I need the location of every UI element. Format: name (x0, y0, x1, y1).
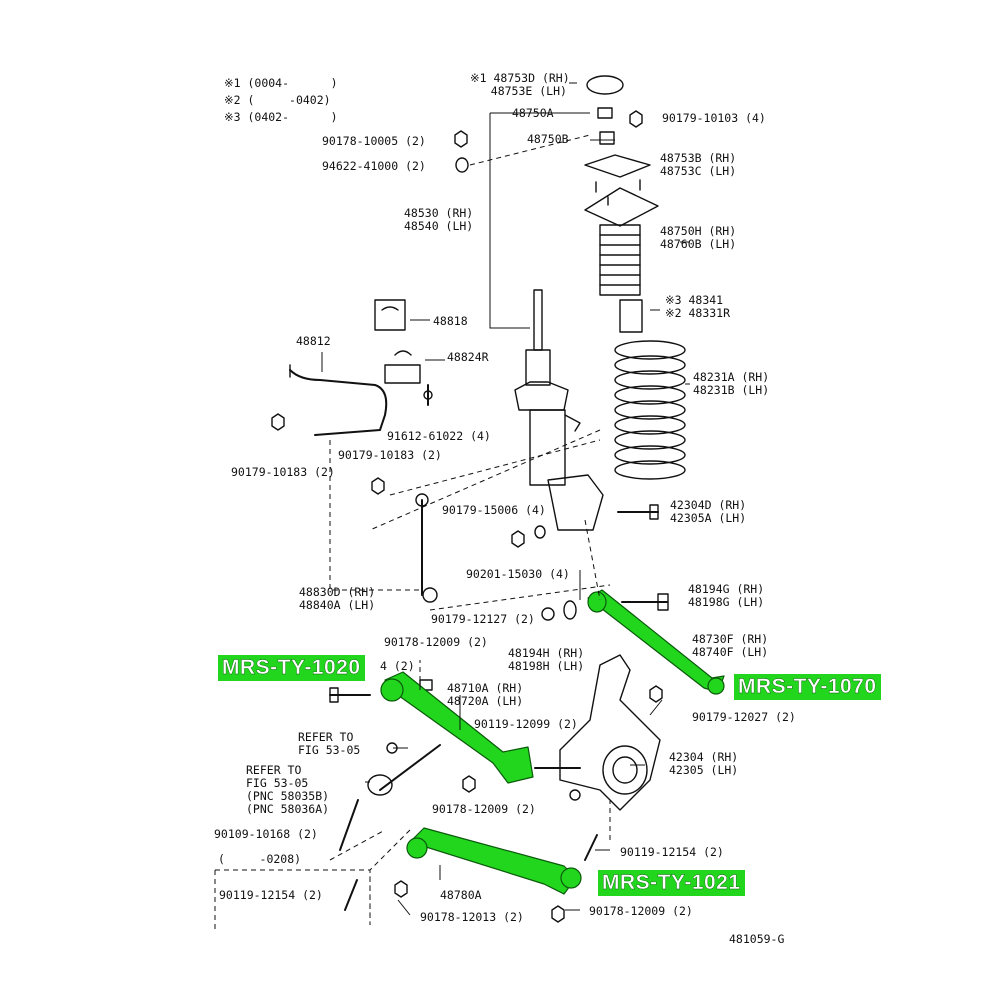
label-90179-10183-left: 90179-10183 (2) (231, 465, 335, 479)
tag-mrs-ty-1070: MRS-TY-1070 (734, 674, 881, 700)
dust-cap (586, 75, 624, 95)
coil-spring (614, 340, 686, 480)
label-4-2: 4 (2) (380, 659, 415, 673)
label-48341: ※3 48341 ※2 48331R (665, 293, 731, 320)
label-91612: 91612-61022 (4) (387, 429, 491, 443)
bracket-48824r (384, 350, 421, 384)
nut-90179-15006 (511, 530, 525, 548)
label-94622: 94622-41000 (2) (322, 159, 426, 173)
arm-48780a (409, 827, 577, 895)
arm-48730f (587, 589, 725, 693)
label-48750h: 48750H (RH) 48760B (LH) (660, 224, 737, 251)
nut-90178-10005 (454, 130, 468, 148)
label-90179-10183-mid: 90179-10183 (2) (338, 448, 442, 462)
label-42304: 42304 (RH) 42305 (LH) (669, 750, 739, 777)
label-48830d: 48830D (RH) 48840A (LH) (299, 585, 376, 612)
label-48818: 48818 (433, 314, 468, 328)
label-refer-to-2: REFER TO FIG 53-05 (PNC 58035B) (PNC 580… (246, 763, 330, 816)
label-90178-12009-bottom: 90178-12009 (2) (589, 904, 693, 918)
highlighted-arms (380, 589, 725, 895)
label-90201: 90201-15030 (4) (466, 567, 570, 581)
nut-90179-10183-mid (371, 477, 385, 495)
label-48231a: 48231A (RH) 48231B (LH) (693, 370, 770, 397)
label-48753b: 48753B (RH) 48753C (LH) (660, 151, 737, 178)
label-48780a: 48780A (440, 888, 482, 902)
strut-48530 (514, 289, 604, 531)
label-48710a: 48710A (RH) 48720A (LH) (447, 681, 524, 708)
nut-90179-12127 (541, 607, 555, 621)
bolt-90119-12154-right (584, 834, 598, 861)
label-diagram-code: 481059-G (729, 932, 785, 946)
label-42304d: 42304D (RH) 42305A (LH) (670, 498, 747, 525)
nut-90179-10103 (629, 110, 643, 128)
note-1: ※1 (0004- ) (224, 76, 338, 90)
label-90179-10103: 90179-10103 (4) (662, 111, 766, 125)
label-90119-12099: 90119-12099 (2) (474, 717, 578, 731)
note-3: ※3 (0402- ) (224, 110, 338, 124)
bellows-boot (599, 224, 641, 296)
label-90119-12154-right: 90119-12154 (2) (620, 845, 724, 859)
label-48194h: 48194H (RH) 48198H (LH) (508, 646, 585, 673)
label-90178-12013: 90178-12013 (2) (420, 910, 524, 924)
label-48750a: 48750A (512, 106, 554, 120)
label-48753d: ※1 48753D (RH) 48753E (LH) (470, 71, 570, 98)
label-48824r: 48824R (447, 350, 489, 364)
knuckle-42304 (559, 654, 661, 811)
plate-48753b (584, 154, 651, 178)
washer-48194h (563, 600, 577, 620)
bump-stop (619, 299, 643, 333)
label-48812: 48812 (296, 334, 331, 348)
bushing-48818 (374, 299, 406, 331)
washer-94622 (455, 157, 469, 173)
label-90178-10005: 90178-10005 (2) (322, 134, 426, 148)
upper-mount (584, 187, 659, 227)
nut-90179-10183-left (271, 413, 285, 431)
stabilizer-bar-48812 (289, 369, 388, 436)
label-48750b: 48750B (527, 132, 569, 146)
label-90179-12027: 90179-12027 (2) (692, 710, 796, 724)
label-90109: 90109-10168 (2) (214, 827, 318, 841)
bolt-90119-12154-left (344, 879, 358, 911)
label-90178-12009-mid: 90178-12009 (2) (432, 802, 536, 816)
label-90119-12154-left: 90119-12154 (2) (219, 888, 323, 902)
label-90179-15006: 90179-15006 (4) (442, 503, 546, 517)
nut-48750a (597, 107, 613, 119)
tag-mrs-ty-1020: MRS-TY-1020 (218, 655, 365, 681)
label-90179-12127: 90179-12127 (2) (431, 612, 535, 626)
label-refer-to-1: REFER TO FIG 53-05 (298, 730, 361, 757)
label-90178-12009-top: 90178-12009 (2) (384, 635, 488, 649)
arm-48710a (384, 671, 534, 784)
bushing-48750b (599, 131, 615, 145)
bolt-90109-10168 (339, 799, 359, 851)
label-48530: 48530 (RH) 48540 (LH) (404, 206, 474, 233)
tag-mrs-ty-1021: MRS-TY-1021 (598, 870, 745, 896)
note-2: ※2 ( -0402) (224, 93, 331, 107)
label-0208: ( -0208) (218, 852, 302, 866)
label-48194g: 48194G (RH) 48198G (LH) (688, 582, 765, 609)
label-48730f: 48730F (RH) 48740F (LH) (692, 632, 769, 659)
trailing-arm-ref (379, 744, 441, 791)
